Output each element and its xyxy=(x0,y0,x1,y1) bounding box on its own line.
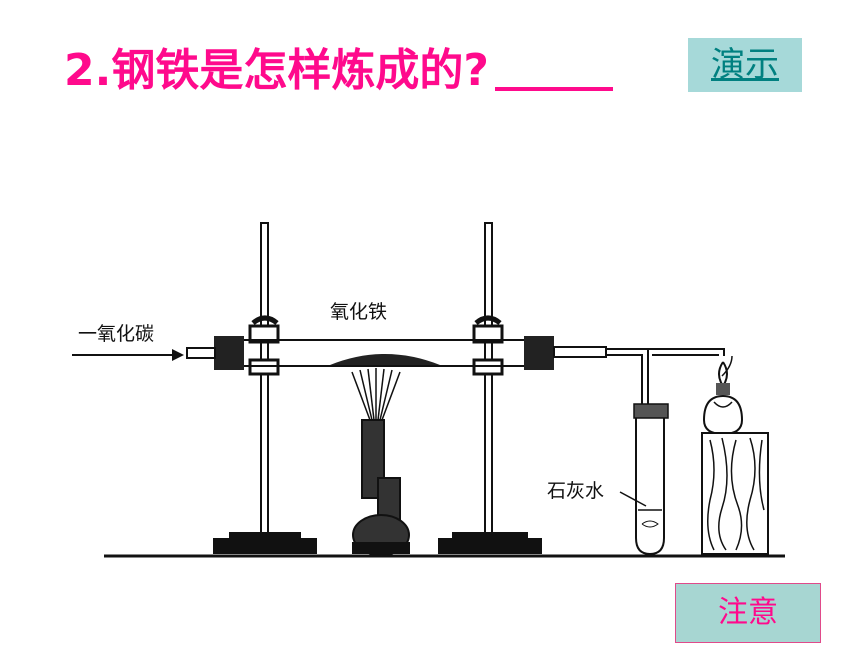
title-text: 钢铁是怎样炼成的? xyxy=(111,45,489,96)
iron-oxide-sample xyxy=(330,354,440,365)
limewater-label: 石灰水 xyxy=(547,480,604,502)
flame xyxy=(351,368,401,421)
glass-tube xyxy=(186,336,607,370)
note-button[interactable]: 注意 xyxy=(675,583,821,643)
limewater-pointer xyxy=(619,491,647,507)
right-iron-stand xyxy=(438,222,542,554)
left-iron-stand xyxy=(213,222,317,554)
iron-oxide-label: 氧化铁 xyxy=(330,301,387,323)
demo-button[interactable]: 演示 xyxy=(688,38,802,92)
page-title: 2.钢铁是怎样炼成的? xyxy=(64,34,613,98)
co-inlet-arrow xyxy=(72,349,184,361)
wooden-block xyxy=(701,432,769,555)
answer-blank xyxy=(494,87,613,91)
alcohol-lamp xyxy=(703,355,744,436)
spirit-blowtorch xyxy=(352,419,410,556)
title-number: 2. xyxy=(64,45,112,96)
co-inlet-label: 一氧化碳 xyxy=(78,323,154,345)
test-tube xyxy=(633,403,669,556)
